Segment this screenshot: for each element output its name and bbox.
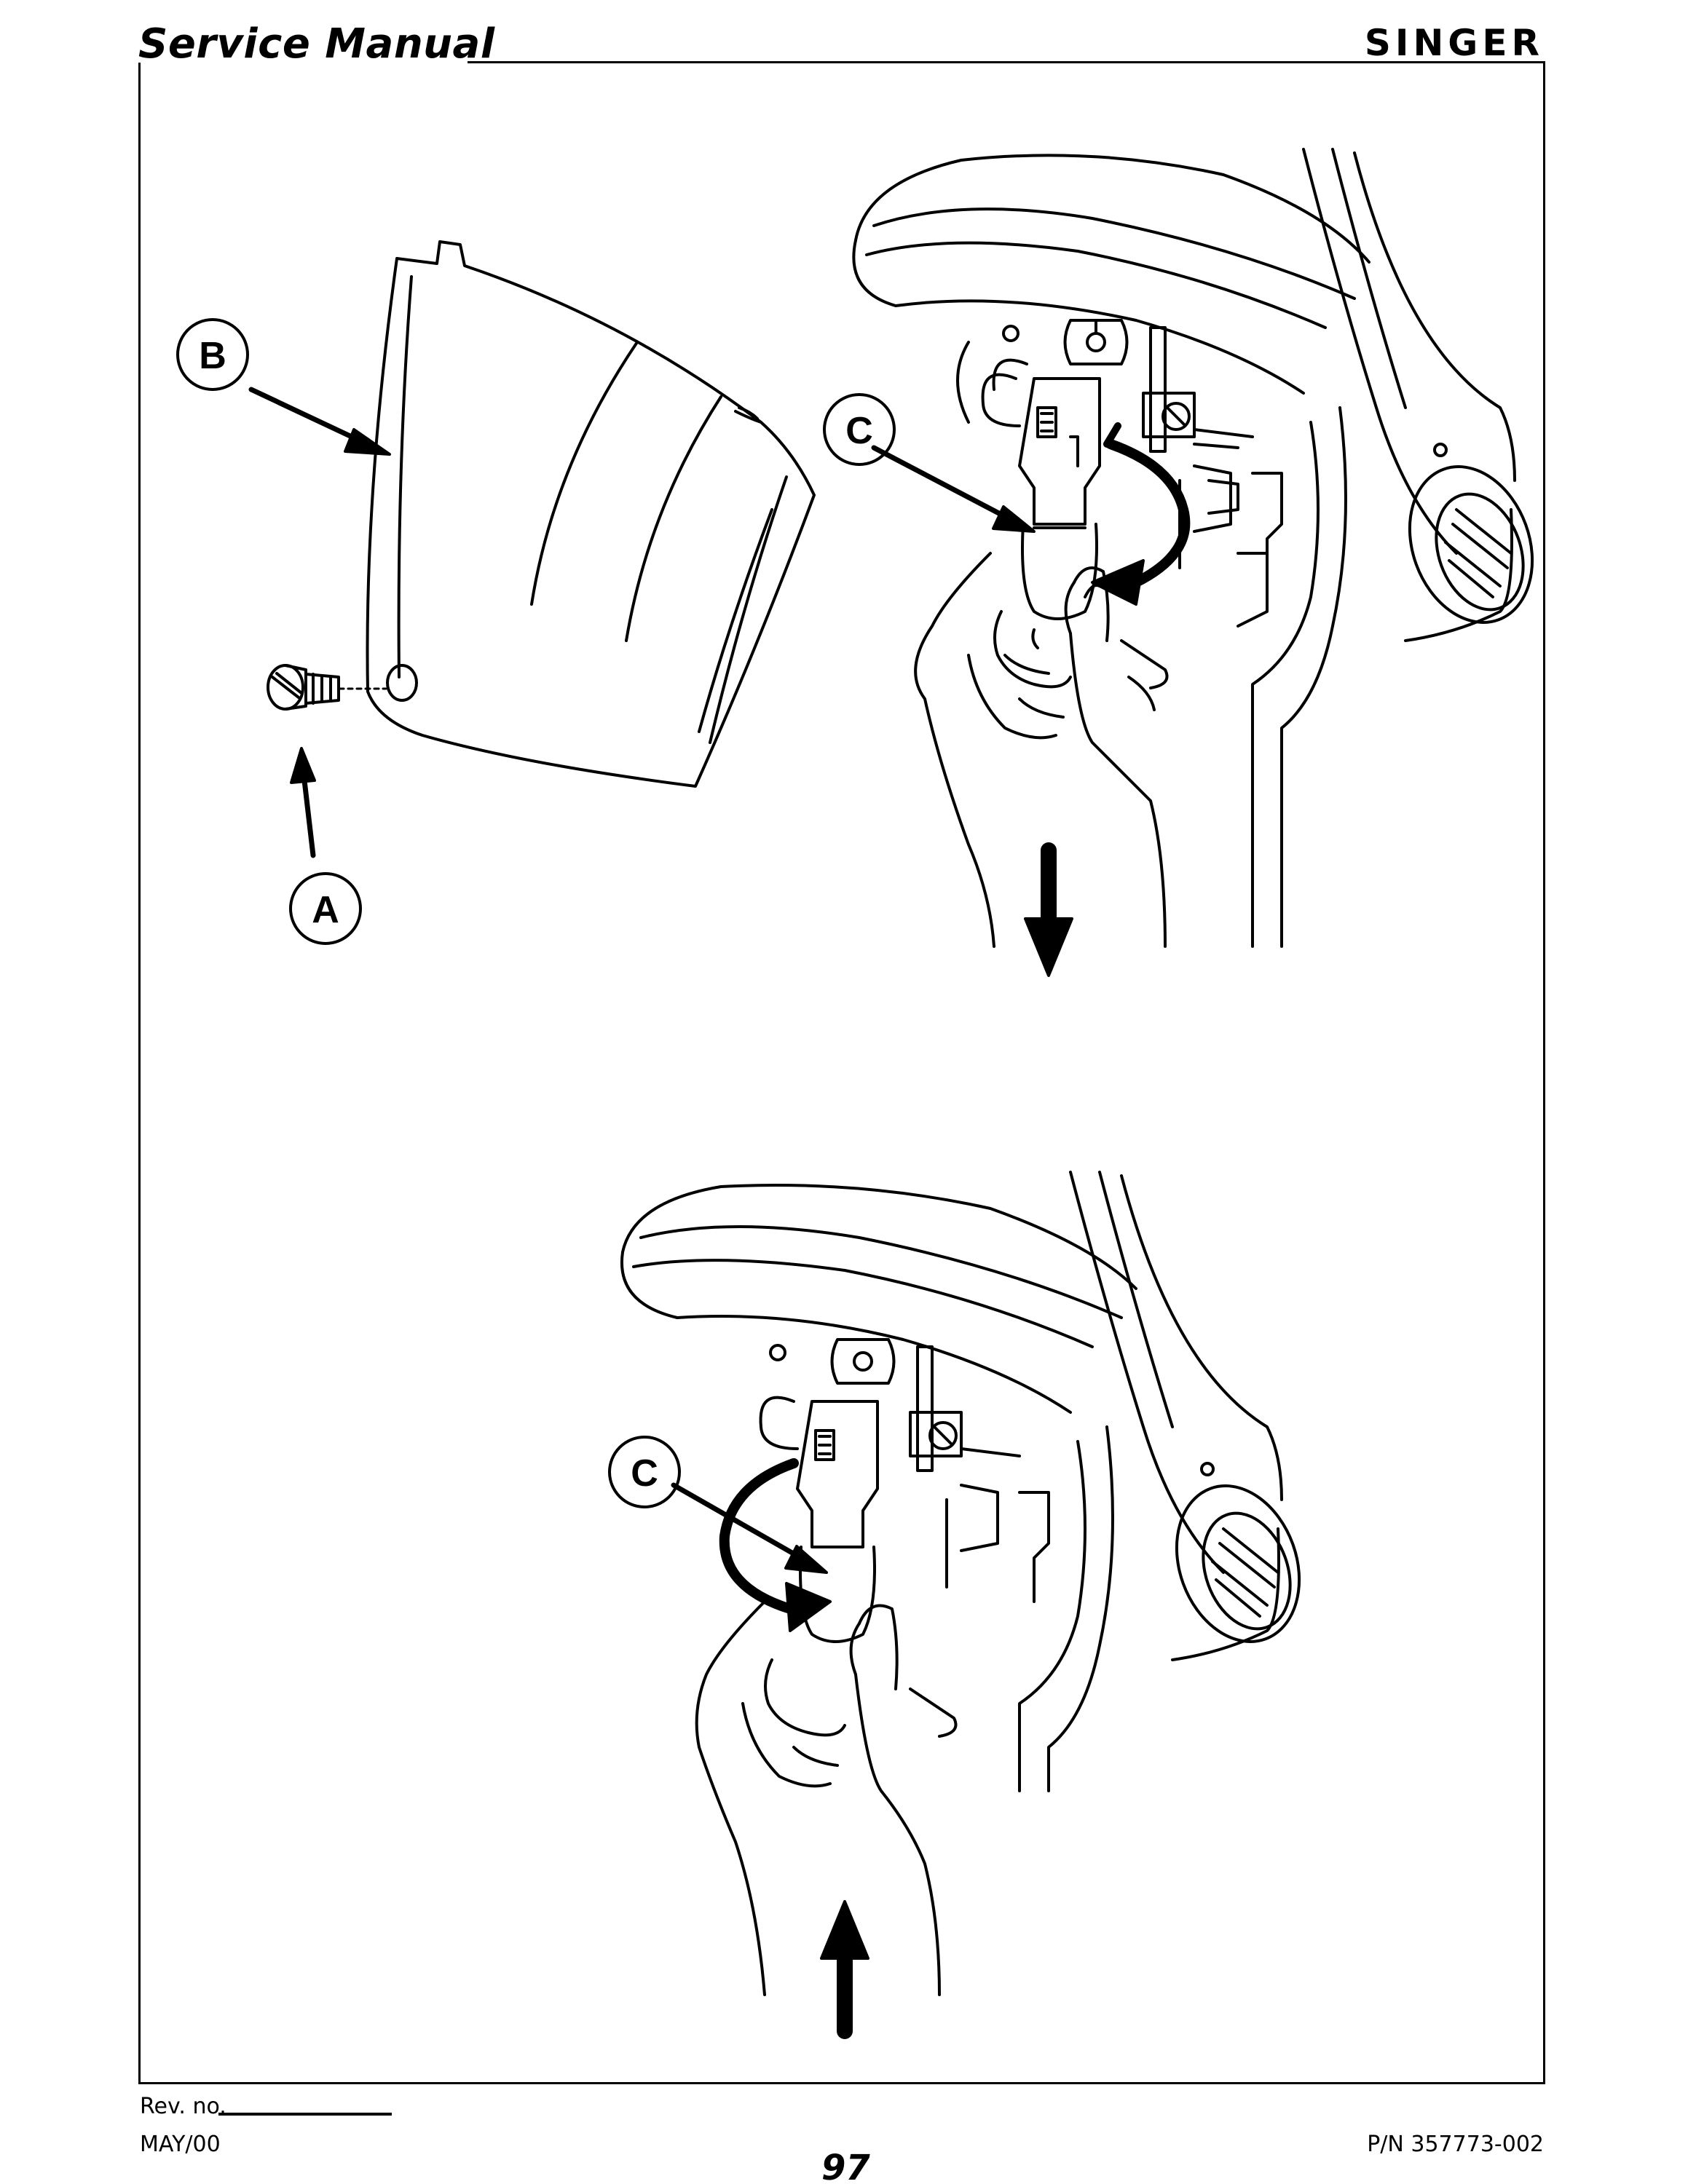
- hand-bottom: [695, 1600, 958, 1996]
- callout-c-top-label: C: [845, 410, 873, 452]
- leader-arrow-a: [290, 747, 316, 858]
- machine-head-bottom: [620, 1171, 1301, 1792]
- header-rule: [468, 61, 1545, 63]
- rotate-arrow-top: [1091, 422, 1191, 606]
- callout-b: B: [176, 318, 249, 391]
- face-cover-b: [366, 240, 816, 788]
- machine-head-top: [852, 148, 1534, 948]
- callout-a: A: [289, 872, 362, 945]
- leader-arrow-c-bottom: [671, 1482, 828, 1574]
- callout-a-label: A: [312, 889, 339, 931]
- up-arrow: [820, 1900, 869, 2039]
- callout-b-label: B: [199, 335, 226, 377]
- header-brand: SINGER: [1364, 22, 1544, 64]
- bulb-holder-top: [981, 358, 1101, 620]
- screw-a: [267, 664, 387, 711]
- header-title: Service Manual: [138, 20, 495, 68]
- callout-c-bottom: C: [608, 1436, 681, 1508]
- rotate-arrow-bottom: [719, 1458, 832, 1632]
- down-arrow: [1024, 842, 1073, 977]
- illustration-frame: [138, 63, 1545, 2084]
- callout-c-bottom-label: C: [631, 1452, 658, 1495]
- leader-arrow-b: [248, 387, 391, 456]
- callout-c-top: C: [823, 393, 896, 466]
- leader-arrow-c-top: [871, 445, 1036, 533]
